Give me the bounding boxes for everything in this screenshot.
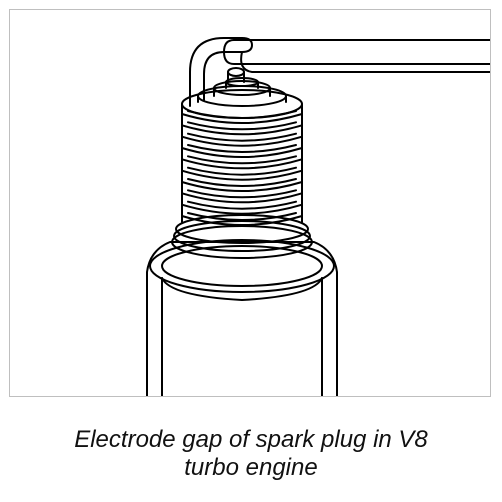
thread-ring <box>181 147 303 158</box>
thread-ring <box>181 124 303 136</box>
thread-ring-inner <box>187 144 297 153</box>
thread-ring-inner <box>187 121 297 131</box>
thread-ring <box>181 203 303 215</box>
spark-plug-thread <box>181 103 303 226</box>
thread-ring-inner <box>187 132 297 142</box>
thread-ring-inner <box>187 189 297 199</box>
diagram-frame <box>9 9 491 397</box>
thread-ring-inner <box>187 212 297 221</box>
thread-ring <box>181 169 303 181</box>
spark-plug-gasket <box>171 214 313 259</box>
thread-ring-inner <box>187 155 297 165</box>
caption-line-1: Electrode gap of spark plug in V8 <box>74 426 428 453</box>
thread-ring <box>181 135 303 147</box>
feeler-gauge <box>223 39 490 73</box>
spark-plug-body <box>146 239 338 396</box>
thread-ring <box>181 215 303 226</box>
figure-caption: Electrode gap of spark plug in V8 turbo … <box>0 426 502 482</box>
thread-ring <box>181 158 303 170</box>
thread-ring-inner <box>187 178 297 187</box>
caption-line-2: turbo engine <box>184 454 318 481</box>
spark-plug-illustration <box>146 37 490 396</box>
thread-ring <box>181 113 303 124</box>
thread-ring-inner <box>187 200 297 210</box>
thread-ring <box>181 192 303 204</box>
thread-ring-inner <box>187 166 297 176</box>
electrode-seat <box>181 67 303 119</box>
thread-ring <box>181 181 303 192</box>
